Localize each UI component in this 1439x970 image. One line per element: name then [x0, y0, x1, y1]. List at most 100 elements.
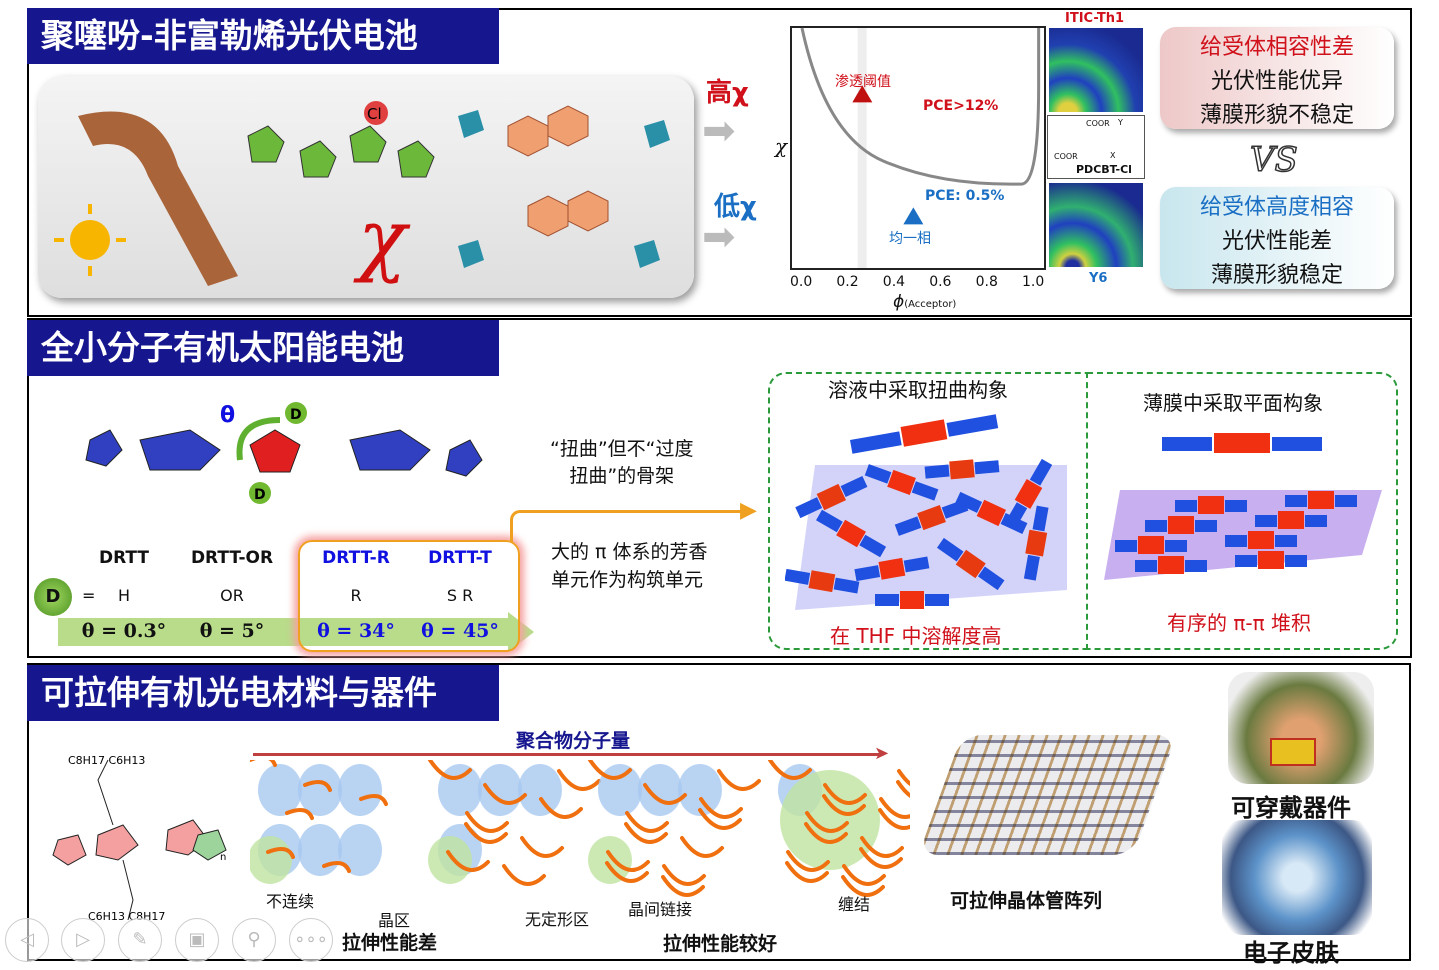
backbone-text: “扭曲”但不“过度扭曲”的骨架 — [550, 438, 694, 487]
solution-illustration — [785, 414, 1067, 610]
film-box — [1086, 372, 1398, 650]
device-illustration: Cl χ — [38, 76, 694, 298]
polymer-chain — [359, 793, 388, 806]
molecule-block — [864, 464, 939, 501]
connector-arrow-head: ▶ — [740, 498, 757, 523]
more-options-button[interactable]: ∘∘∘ — [289, 918, 333, 962]
x-tick: 0.2 — [836, 274, 859, 290]
polymer-chain — [859, 847, 903, 869]
giwaxs-bottom-label: Y6 — [1089, 271, 1108, 286]
svg-text:χ: χ — [353, 192, 411, 285]
polymer-chain — [520, 836, 564, 858]
giwaxs-top-label: ITIC-Th1 — [1065, 11, 1125, 26]
phase-diagram — [790, 26, 1046, 270]
giwaxs-bottom-image — [1049, 183, 1143, 267]
polymer-chain — [680, 836, 724, 858]
substituent: OR — [220, 586, 244, 605]
wearable-chip — [1270, 738, 1316, 766]
stacked-block — [1135, 556, 1207, 574]
polymer-chain — [606, 850, 650, 872]
polymer-chain — [464, 822, 508, 844]
amorphous-domain — [250, 836, 292, 884]
crystal-domain — [438, 764, 482, 816]
svg-text:Cl: Cl — [367, 105, 382, 123]
x-tick: 0.4 — [882, 274, 906, 290]
polymer-chain — [661, 875, 705, 897]
substituent: H — [117, 586, 131, 605]
solution-caption: 在 THF 中溶解度高 — [830, 624, 1002, 648]
threshold-label: 渗透阈值 — [835, 74, 891, 90]
film-title: 薄膜中采取平面构象 — [1143, 391, 1323, 415]
polymer-chain — [860, 836, 904, 858]
polymer-chain — [502, 864, 546, 886]
pen-tool-button[interactable]: ✎ — [118, 918, 162, 962]
slides-view-button[interactable]: ▣ — [175, 918, 219, 962]
molecule-block — [875, 591, 949, 609]
polymer-chain — [662, 864, 706, 886]
substituent: R — [350, 586, 362, 605]
molecule-name: DRTT — [98, 548, 150, 568]
polymer-chain — [285, 807, 314, 820]
polymer-chain — [699, 797, 743, 819]
polymer-chain — [841, 875, 885, 897]
next-slide-button[interactable]: ▷ — [61, 918, 105, 962]
zoom-button[interactable]: ⚲ — [232, 918, 276, 962]
low-chi-label: 低χ — [714, 192, 757, 222]
polymer-chain — [879, 797, 910, 819]
label-amorphous: 无定形区 — [525, 910, 590, 929]
crystal-domain — [598, 764, 642, 816]
polymer-chain — [428, 760, 472, 780]
polymer-chain — [465, 811, 509, 833]
polymer-chain — [717, 769, 761, 791]
molecule-block — [816, 509, 887, 558]
polymer-chain — [557, 769, 601, 791]
x-tick: 0.6 — [929, 274, 952, 290]
molecule-block — [1023, 505, 1049, 581]
molecule-block — [1004, 458, 1053, 529]
gradient-arrow — [58, 618, 508, 646]
polymer-chain — [322, 860, 351, 873]
pce-low: PCE: 0.5% — [925, 188, 1005, 204]
polymer-chain — [805, 811, 849, 833]
stacked-block — [1235, 551, 1307, 569]
svg-text:n: n — [220, 852, 226, 863]
amorphous-domain — [428, 836, 472, 884]
panel1-title: 聚噻吩-非富勒烯光伏电池 — [27, 8, 499, 64]
svg-text:D: D — [254, 487, 266, 503]
good-stretch: 拉伸性能较好 — [663, 933, 778, 955]
transistor-label: 可拉伸晶体管阵列 — [950, 890, 1103, 912]
prev-slide-button[interactable]: ◁ — [5, 918, 49, 962]
x-tick: 0.0 — [790, 274, 813, 290]
molecule-block — [854, 556, 930, 582]
polymer-chain — [483, 783, 527, 805]
label-tie: 晶间链接 — [628, 900, 693, 919]
wearable-label: 可穿戴器件 — [1231, 794, 1351, 822]
polymer-chain — [896, 780, 910, 798]
crystal-domain — [678, 764, 722, 816]
molecule-drawing: Cl χ — [54, 101, 670, 286]
amorphous-domain — [588, 836, 632, 884]
crystal-domain — [338, 764, 382, 816]
polymer-chain — [539, 797, 583, 819]
wearable-image — [1228, 672, 1374, 784]
svg-text:C8H17 C6H13: C8H17 C6H13 — [68, 754, 145, 767]
crystal-domain — [298, 824, 342, 876]
high-chi-point — [852, 85, 873, 103]
svg-text:θ: θ — [220, 403, 235, 428]
twist-angle: θ = 5° — [199, 620, 265, 642]
vs-label: VS — [1249, 139, 1298, 181]
molecule-block — [924, 459, 1000, 480]
poor-stretch: 拉伸性能差 — [342, 932, 438, 954]
mw-axis-label: 聚合物分子量 — [516, 730, 631, 752]
label-crystal: 晶区 — [378, 911, 411, 930]
low-chi-point — [903, 207, 924, 225]
d-badge: D — [34, 578, 72, 616]
polymer-chain — [624, 822, 668, 844]
crystal-domain — [258, 764, 302, 816]
polymer-chain — [768, 760, 812, 780]
transistor-array-image — [918, 735, 1177, 855]
homogeneous-label: 均一相 — [889, 231, 931, 247]
substituent: S R — [446, 586, 474, 605]
polymer-chain — [897, 769, 910, 787]
eskin-label: 电子皮肤 — [1243, 939, 1339, 967]
